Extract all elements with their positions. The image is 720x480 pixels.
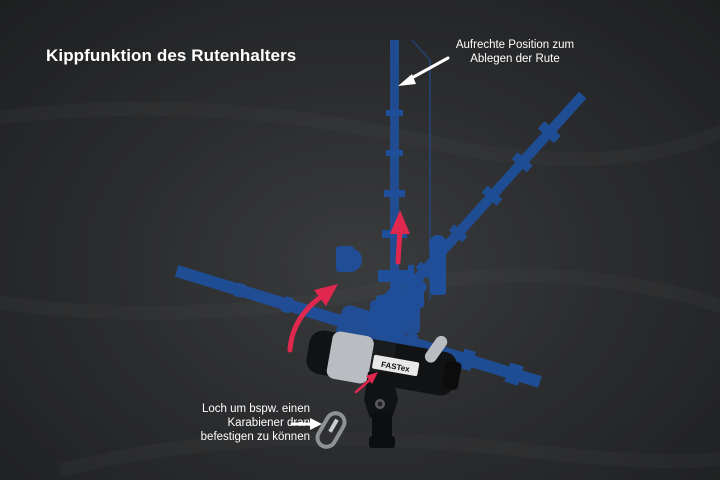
tilt-arrow-icon bbox=[287, 210, 410, 394]
carabiner-hole-note: Loch um bspw. einen Karabiener dran befe… bbox=[200, 403, 310, 443]
page-title: Kippfunktion des Rutenhalters bbox=[46, 46, 297, 65]
pointer-arrow-icon bbox=[290, 56, 450, 430]
upright-position-note: Aufrechte Position zum Ablegen der Rute bbox=[455, 39, 575, 65]
carabiner-icon bbox=[315, 411, 347, 449]
rod-holder-product: FASTex bbox=[306, 330, 462, 448]
